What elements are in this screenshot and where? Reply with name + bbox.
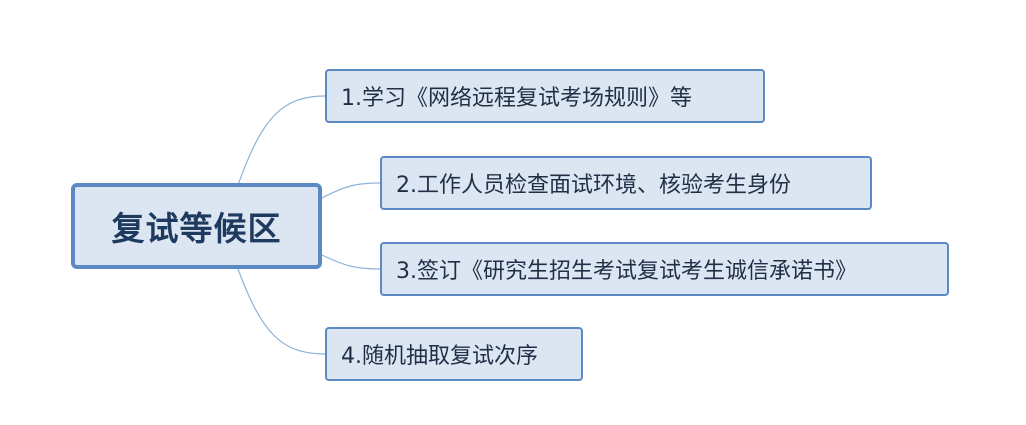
connector-to-child-4 <box>237 268 326 355</box>
child-node-2-label: 2.工作人员检查面试环境、核验考生身份 <box>396 173 791 198</box>
child-node-3[interactable]: 3.签订《研究生招生考试复试考生诚信承诺书》 <box>380 242 949 296</box>
child-node-1[interactable]: 1.学习《网络远程复试考场规则》等 <box>325 69 765 123</box>
child-node-1-label: 1.学习《网络远程复试考场规则》等 <box>341 86 692 111</box>
connector-to-child-2 <box>321 182 381 199</box>
child-node-4-label: 4.随机抽取复试次序 <box>341 344 538 369</box>
child-node-2[interactable]: 2.工作人员检查面试环境、核验考生身份 <box>380 156 872 210</box>
child-node-4[interactable]: 4.随机抽取复试次序 <box>325 327 583 381</box>
root-node[interactable]: 复试等候区 <box>71 183 322 269</box>
root-node-label: 复试等候区 <box>111 209 282 248</box>
child-node-3-label: 3.签订《研究生招生考试复试考生诚信承诺书》 <box>396 259 857 284</box>
connector-to-child-1 <box>237 95 326 186</box>
connector-to-child-3 <box>321 254 381 270</box>
